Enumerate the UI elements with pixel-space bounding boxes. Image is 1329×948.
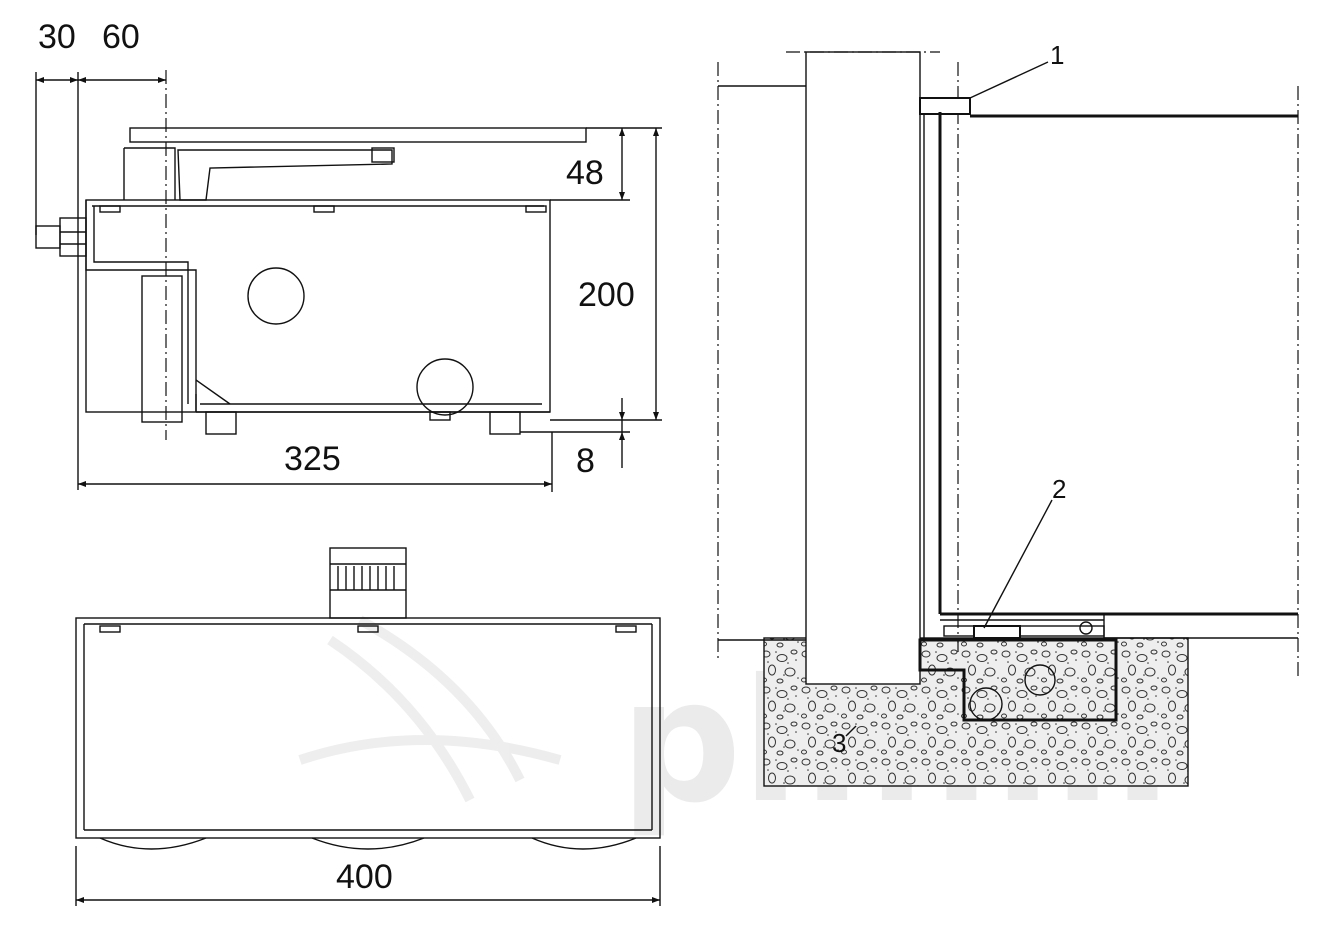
dim-8-label: 8 bbox=[576, 442, 595, 480]
callout-2: 2 bbox=[1052, 474, 1066, 504]
dim-48-label: 48 bbox=[566, 154, 604, 192]
door-frame bbox=[805, 51, 921, 685]
dim-30-label: 30 bbox=[38, 18, 76, 56]
dim-400-label: 400 bbox=[336, 858, 393, 896]
callout-1: 1 bbox=[1050, 40, 1064, 70]
installation-section bbox=[717, 51, 1299, 787]
front-view bbox=[75, 547, 661, 906]
dim-200-label: 200 bbox=[578, 276, 635, 314]
callout-3: 3 bbox=[832, 728, 846, 758]
dim-60-label: 60 bbox=[102, 18, 140, 56]
dim-325-label: 325 bbox=[284, 440, 341, 478]
side-view bbox=[35, 70, 662, 492]
